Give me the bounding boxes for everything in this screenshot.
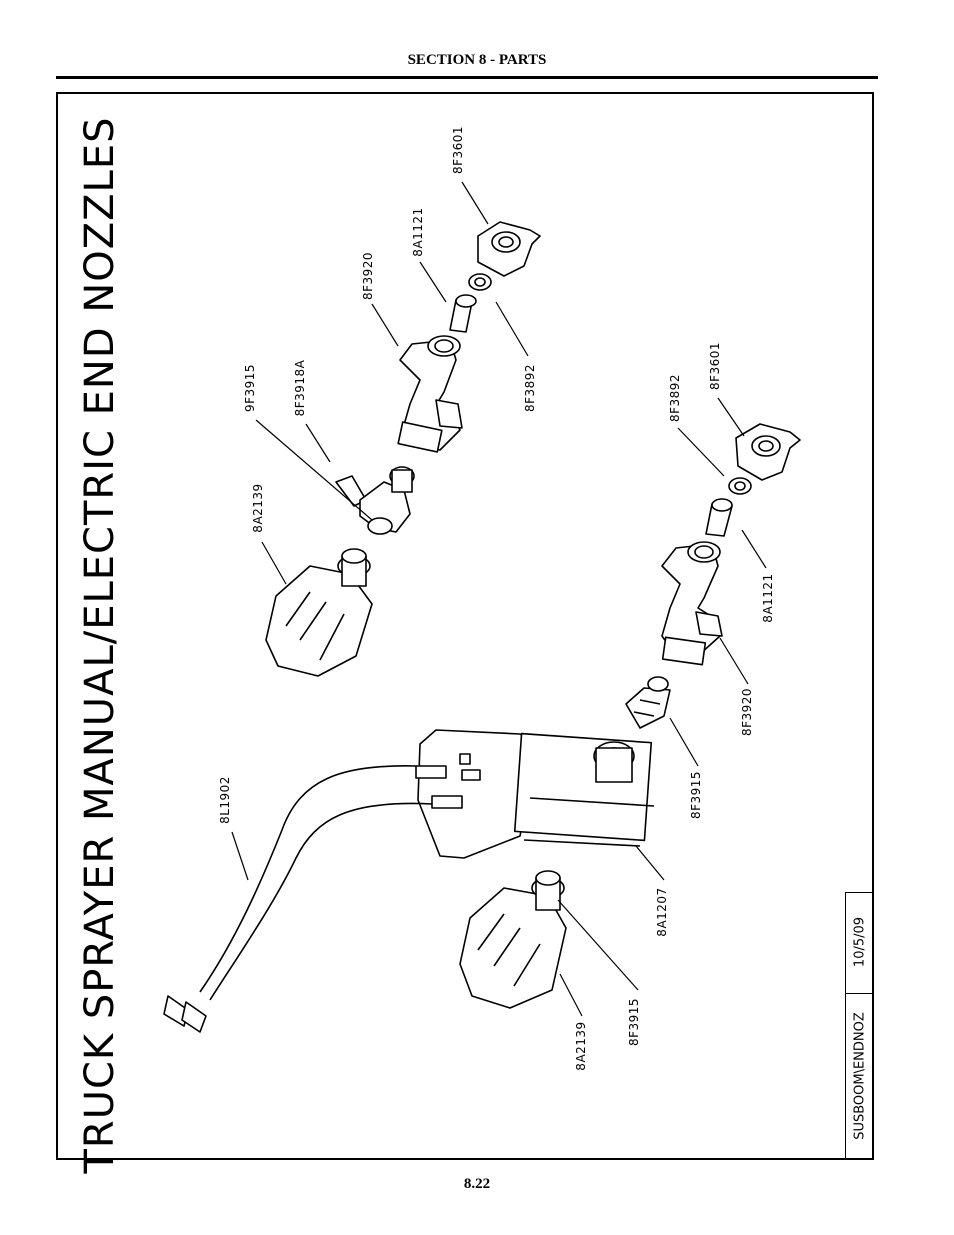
wire-harness — [163, 765, 433, 1033]
strainer-top — [449, 294, 477, 333]
nozzle-body-top — [397, 335, 463, 453]
fitting-right — [625, 676, 671, 729]
gasket-right — [728, 477, 752, 495]
strainer-right — [705, 498, 733, 537]
valve-body-top — [335, 466, 415, 535]
solenoid-bottom — [459, 870, 567, 1009]
nozzle-cap-top — [477, 221, 541, 277]
header-rule — [56, 76, 878, 79]
title-block — [845, 892, 874, 1160]
page-number: 8.22 — [463, 1176, 491, 1192]
section-header: SECTION 8 - PARTS — [407, 52, 547, 68]
leader-lines — [231, 181, 767, 1017]
drawing-frame — [56, 92, 874, 1160]
gasket-top — [468, 273, 492, 291]
nozzle-cap-right — [735, 423, 801, 481]
solenoid-top — [265, 548, 373, 677]
title-block-divider — [845, 993, 874, 994]
nozzle-body-right — [661, 541, 723, 666]
electric-valve-body — [415, 729, 655, 859]
